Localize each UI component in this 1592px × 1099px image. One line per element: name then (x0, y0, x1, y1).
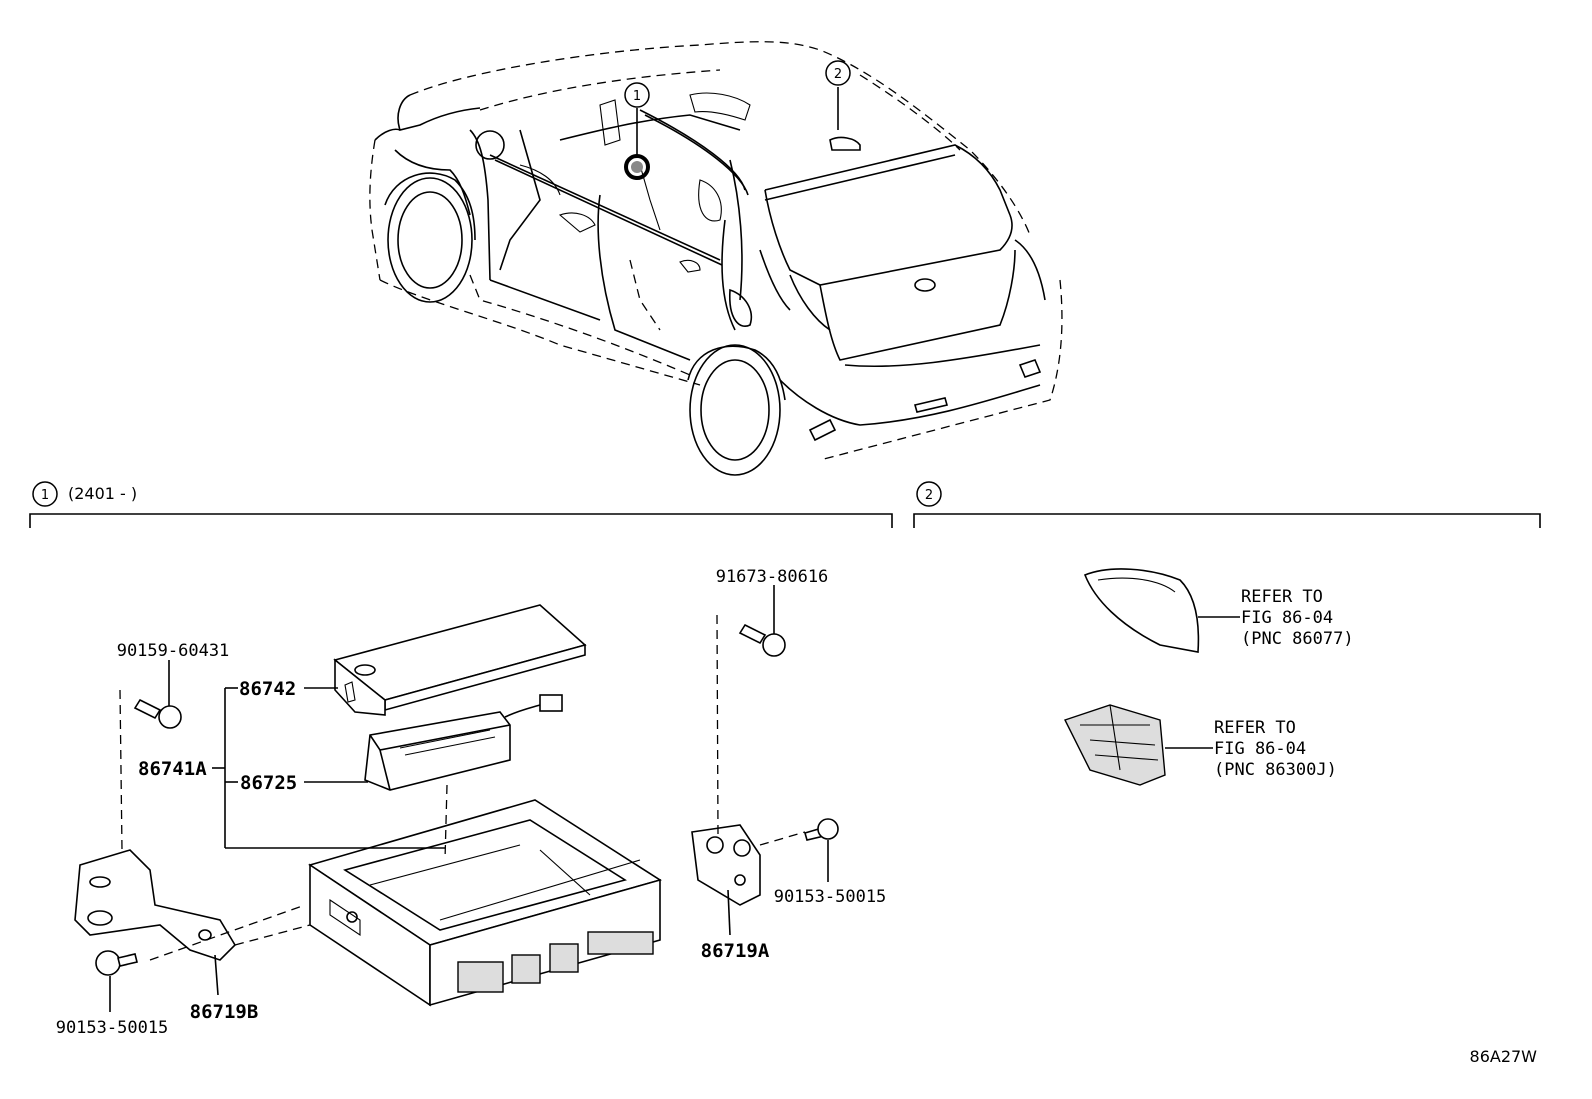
callout-1-car: 1 (624, 82, 650, 108)
part-86725-module (364, 694, 563, 791)
assembly-lines (119, 614, 806, 961)
svg-text:FIG 86-04: FIG 86-04 (1214, 739, 1306, 759)
part-antenna-amplifier (1064, 704, 1213, 786)
svg-text:REFER TO: REFER TO (1241, 587, 1323, 607)
label-90159-60431: 90159-60431 (117, 641, 230, 661)
part-86719B-bracket (74, 849, 237, 961)
screw-90153-left (95, 950, 138, 976)
section-1-header: 1 (2401 - ) (29, 481, 893, 528)
vehicle-illustration (369, 41, 1063, 476)
svg-text:2: 2 (925, 488, 933, 503)
label-86719B: 86719B (190, 1001, 259, 1023)
screw-91673 (738, 623, 786, 657)
part-shark-fin-antenna (1083, 568, 1240, 653)
svg-text:1: 1 (633, 89, 641, 104)
section-1-range: (2401 - ) (68, 484, 137, 503)
reference-note-1: REFER TO FIG 86-04 (PNC 86077) (1241, 587, 1354, 649)
figure-code: 86A27W (1470, 1047, 1538, 1066)
svg-text:1: 1 (41, 488, 49, 503)
label-86742: 86742 (239, 678, 296, 700)
label-90153-50015-right: 90153-50015 (774, 887, 887, 907)
part-86742-cover (333, 604, 587, 716)
label-90153-50015-left: 90153-50015 (56, 1018, 169, 1038)
svg-text:REFER TO: REFER TO (1214, 718, 1296, 738)
svg-text:(PNC 86077): (PNC 86077) (1241, 629, 1354, 649)
screw-90159 (133, 698, 182, 729)
leader-lines (109, 585, 829, 1012)
reference-note-2: REFER TO FIG 86-04 (PNC 86300J) (1214, 718, 1337, 780)
label-86725: 86725 (240, 772, 297, 794)
svg-text:2: 2 (834, 67, 842, 82)
svg-text:(PNC 86300J): (PNC 86300J) (1214, 760, 1337, 780)
callout-2-car: 2 (825, 60, 851, 86)
section-2-header: 2 (913, 481, 1541, 528)
label-91673-80616: 91673-80616 (716, 567, 829, 587)
part-86719A-bracket (691, 824, 761, 906)
svg-text:FIG 86-04: FIG 86-04 (1241, 608, 1333, 628)
label-86719A: 86719A (701, 940, 770, 962)
label-86741A: 86741A (138, 758, 207, 780)
part-radio-tray (308, 799, 662, 1007)
screw-90153-right (804, 818, 839, 841)
